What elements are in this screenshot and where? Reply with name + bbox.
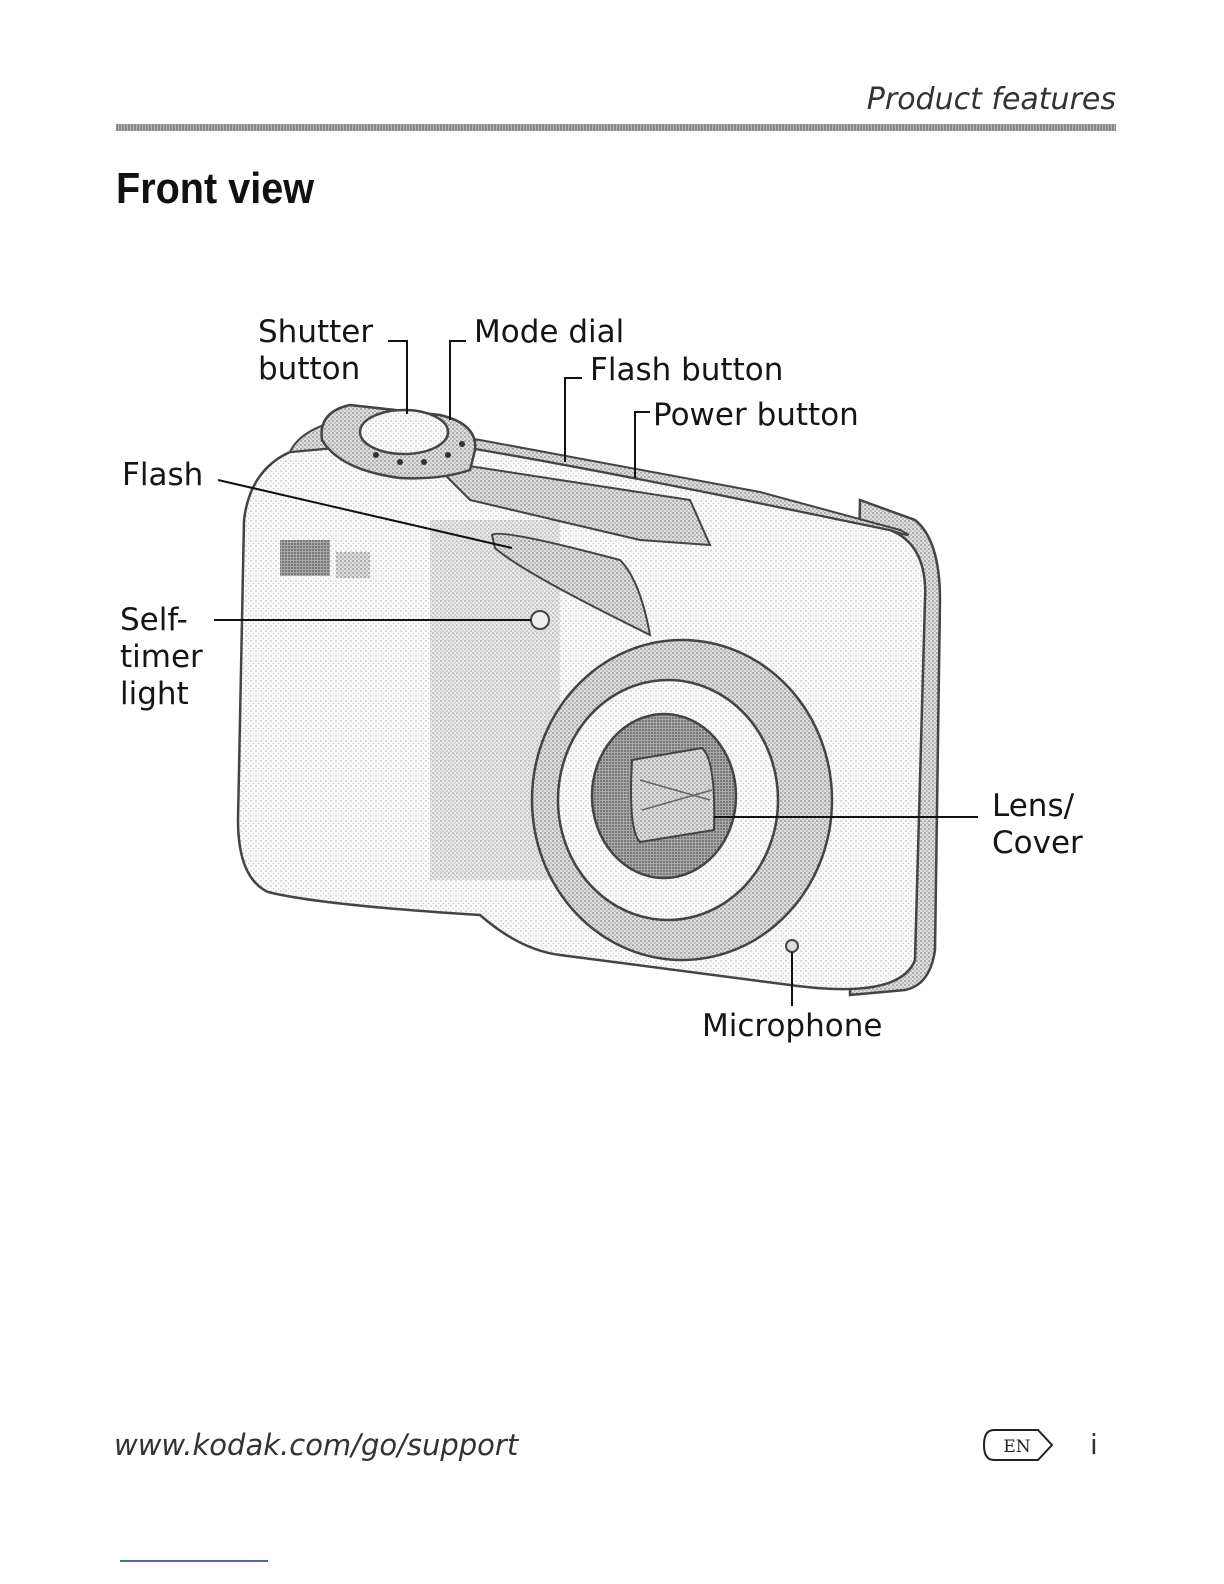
label-shutter-button: Shutter button <box>258 314 373 388</box>
label-flash-button: Flash button <box>590 352 783 389</box>
leader-power-button <box>635 412 650 478</box>
label-power-button: Power button <box>653 397 859 434</box>
page-number: i <box>1090 1428 1098 1461</box>
shutter-disc <box>360 410 448 454</box>
leader-mode-dial <box>450 341 466 420</box>
lens-assembly <box>532 640 832 960</box>
self-timer-lamp <box>531 611 549 629</box>
lens-cover-shutter <box>631 748 714 842</box>
label-lens-cover: Lens/ Cover <box>992 788 1083 862</box>
leader-flash-button <box>565 378 582 462</box>
label-self-timer-light: Self- timer light <box>120 602 203 713</box>
label-mode-dial: Mode dial <box>474 314 624 351</box>
language-badge: EN <box>982 1428 1054 1462</box>
leader-shutter <box>388 341 407 414</box>
footer-url[interactable]: www.kodak.com/go/support <box>114 1428 518 1462</box>
label-flash: Flash <box>122 457 203 494</box>
microphone-hole <box>786 940 798 952</box>
badge-language: EN <box>1003 1437 1030 1457</box>
label-microphone: Microphone <box>702 1008 882 1045</box>
bottom-link-rule <box>120 1560 268 1562</box>
